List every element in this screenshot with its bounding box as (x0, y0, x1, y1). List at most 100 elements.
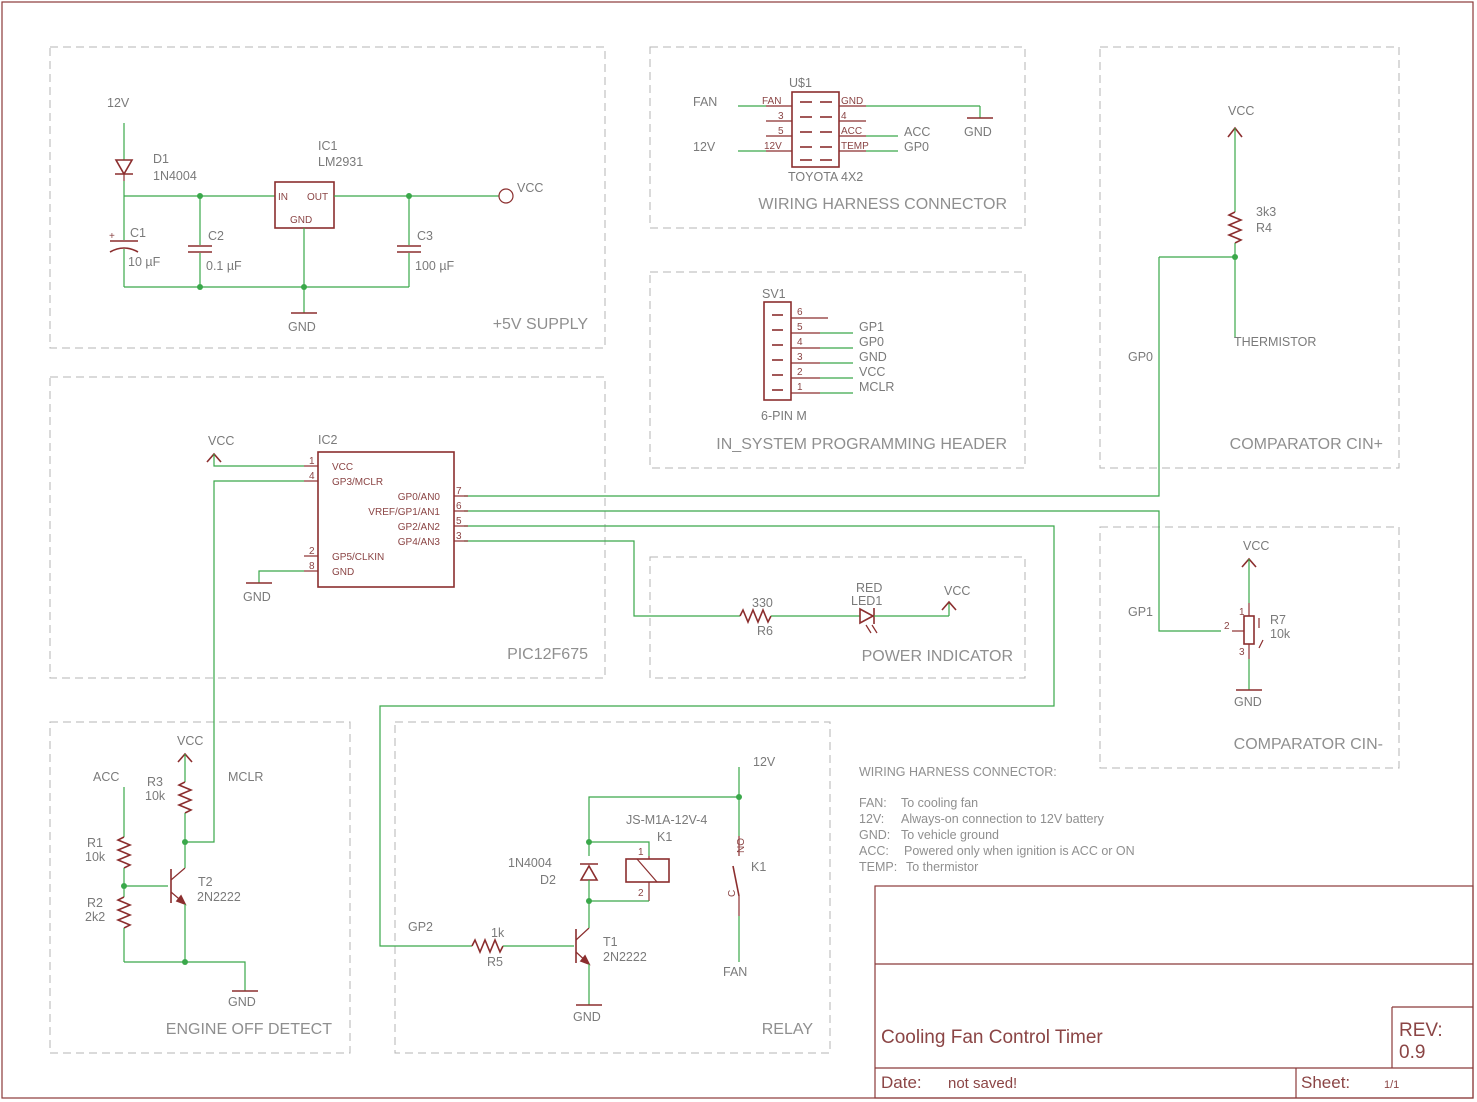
engine-gnd-label: GND (228, 995, 256, 1009)
relay-k1-coil-label: K1 (657, 830, 672, 844)
r7-pin1: 1 (1239, 607, 1245, 618)
notes-text-4: To thermistor (906, 860, 978, 874)
resistor-r6 (739, 607, 772, 625)
ic2-name: IC2 (318, 433, 338, 447)
notes-key-0: FAN: (859, 796, 887, 810)
mcu-pin-gnd: GND (332, 567, 354, 578)
t2-name: T2 (198, 875, 213, 889)
isp-net-gnd: GND (859, 350, 887, 364)
isp-net-gp0: GP0 (859, 335, 884, 349)
harness-net-fan: FAN (693, 95, 717, 109)
harness-circuit: U$1 FAN 3 5 12V GND 4 ACC TEMP TOYOTA 4X… (693, 76, 993, 184)
relay-k1-switch-label: K1 (751, 860, 766, 874)
r5-name: R5 (487, 955, 503, 969)
sheet-value: 1/1 (1384, 1079, 1399, 1091)
c1-value: 10 µF (128, 255, 161, 269)
isp-header (763, 301, 792, 401)
mcu-vcc-label: VCC (208, 434, 234, 448)
c1-name: C1 (130, 226, 146, 240)
harness-pin-right-4: TEMP (841, 141, 869, 152)
ic1-value: LM2931 (318, 155, 363, 169)
supply-gnd-label: GND (288, 320, 316, 334)
block-power (649, 556, 1026, 679)
r7-value: 10k (1270, 627, 1291, 641)
harness-connector (791, 91, 840, 168)
d2-value: 1N4004 (508, 856, 552, 870)
isp-net-mclr: MCLR (859, 380, 894, 394)
notes-key-2: GND: (859, 828, 890, 842)
mcu-pin-num-8: 8 (309, 561, 315, 572)
cin-minus-vcc-label: VCC (1243, 539, 1269, 553)
relay-part: JS-M1A-12V-4 (626, 813, 707, 827)
resistor-r4 (1226, 211, 1244, 244)
r4-value: 3k3 (1256, 205, 1276, 219)
harness-net-12v: 12V (693, 140, 716, 154)
c2-value: 0.1 µF (206, 259, 242, 273)
power-vcc-label: VCC (944, 584, 970, 598)
block-title-cin-plus: COMPARATOR CIN+ (1230, 436, 1383, 453)
coil-pin1: 1 (638, 847, 644, 858)
r3-name: R3 (147, 775, 163, 789)
mcu-ic2 (317, 451, 455, 588)
r2-name: R2 (87, 896, 103, 910)
harness-notes: WIRING HARNESS CONNECTOR: FAN: To coolin… (859, 765, 1135, 874)
harness-net-gp0: GP0 (904, 140, 929, 154)
harness-pin-left-3: 5 (778, 126, 784, 137)
relay-fan-label: FAN (723, 965, 747, 979)
rev-label: REV: (1399, 1020, 1443, 1041)
relay-switch-k1 (732, 865, 740, 897)
resistor-r5 (471, 937, 504, 955)
r5-value: 1k (491, 926, 505, 940)
title-block: Cooling Fan Control Timer REV: 0.9 Date:… (874, 885, 1474, 1099)
block-title-cin-minus: COMPARATOR CIN- (1234, 736, 1383, 753)
relay-12v-label: 12V (753, 755, 776, 769)
cin-plus-vcc-label: VCC (1228, 104, 1254, 118)
relay-circuit: 12V 1 2 JS-M1A-12V-4 K1 1N4004 D2 NO C K… (408, 755, 776, 1024)
block-title-isp: IN_SYSTEM PROGRAMMING HEADER (716, 436, 1007, 453)
relay-gp2-label: GP2 (408, 920, 433, 934)
engine-mclr-label: MCLR (228, 770, 263, 784)
power-circuit: 330 R6 RED LED1 VCC (739, 581, 970, 638)
block-title-engine-off: ENGINE OFF DETECT (166, 1021, 332, 1038)
mcu-pin-gp1: VREF/GP1/AN1 (368, 507, 440, 518)
block-title-harness: WIRING HARNESS CONNECTOR (758, 196, 1007, 213)
supply-vcc-label: VCC (517, 181, 543, 195)
block-supply (49, 46, 606, 349)
isp-name: SV1 (762, 287, 786, 301)
vcc-supply-terminal (498, 188, 514, 204)
d1-name: D1 (153, 152, 169, 166)
notes-text-3: Powered only when ignition is ACC or ON (904, 844, 1135, 858)
potentiometer-r7 (1243, 615, 1255, 645)
rev-value: 0.9 (1399, 1042, 1425, 1063)
mcu-pin-num-5: 5 (456, 516, 462, 527)
mcu-pin-gp2: GP2/AN2 (398, 522, 441, 533)
title-text: Cooling Fan Control Timer (881, 1027, 1103, 1048)
mcu-pin-num-7: 7 (456, 486, 462, 497)
mcu-pin-num-6: 6 (456, 501, 462, 512)
block-cin-minus (1099, 526, 1400, 769)
harness-pin-left-2: 3 (778, 111, 784, 122)
d2-name: D2 (540, 873, 556, 887)
c3-value: 100 µF (415, 259, 455, 273)
cin-plus-circuit: VCC 3k3 R4 THERMISTOR GP0 (1128, 104, 1316, 364)
relay-gnd-label: GND (573, 1010, 601, 1024)
block-title-mcu: PIC12F675 (507, 646, 588, 663)
cin-minus-gnd-label: GND (1234, 695, 1262, 709)
isp-pin-1: 1 (797, 382, 803, 393)
block-engine-off (49, 721, 351, 1054)
isp-pin-3: 3 (797, 352, 803, 363)
r1-name: R1 (87, 836, 103, 850)
mcu-pin-gp4: GP4/AN3 (398, 537, 441, 548)
notes-key-1: 12V: (859, 812, 884, 826)
isp-pin-4: 4 (797, 337, 803, 348)
ic1-name: IC1 (318, 139, 338, 153)
isp-pin-2: 2 (797, 367, 803, 378)
mcu-pin-vcc: VCC (332, 462, 353, 473)
block-cin-plus (1099, 46, 1400, 469)
switch-no: NO (736, 838, 747, 853)
date-label: Date: (881, 1073, 922, 1092)
r6-value: 330 (752, 596, 773, 610)
wire-gp0 (464, 257, 1160, 497)
